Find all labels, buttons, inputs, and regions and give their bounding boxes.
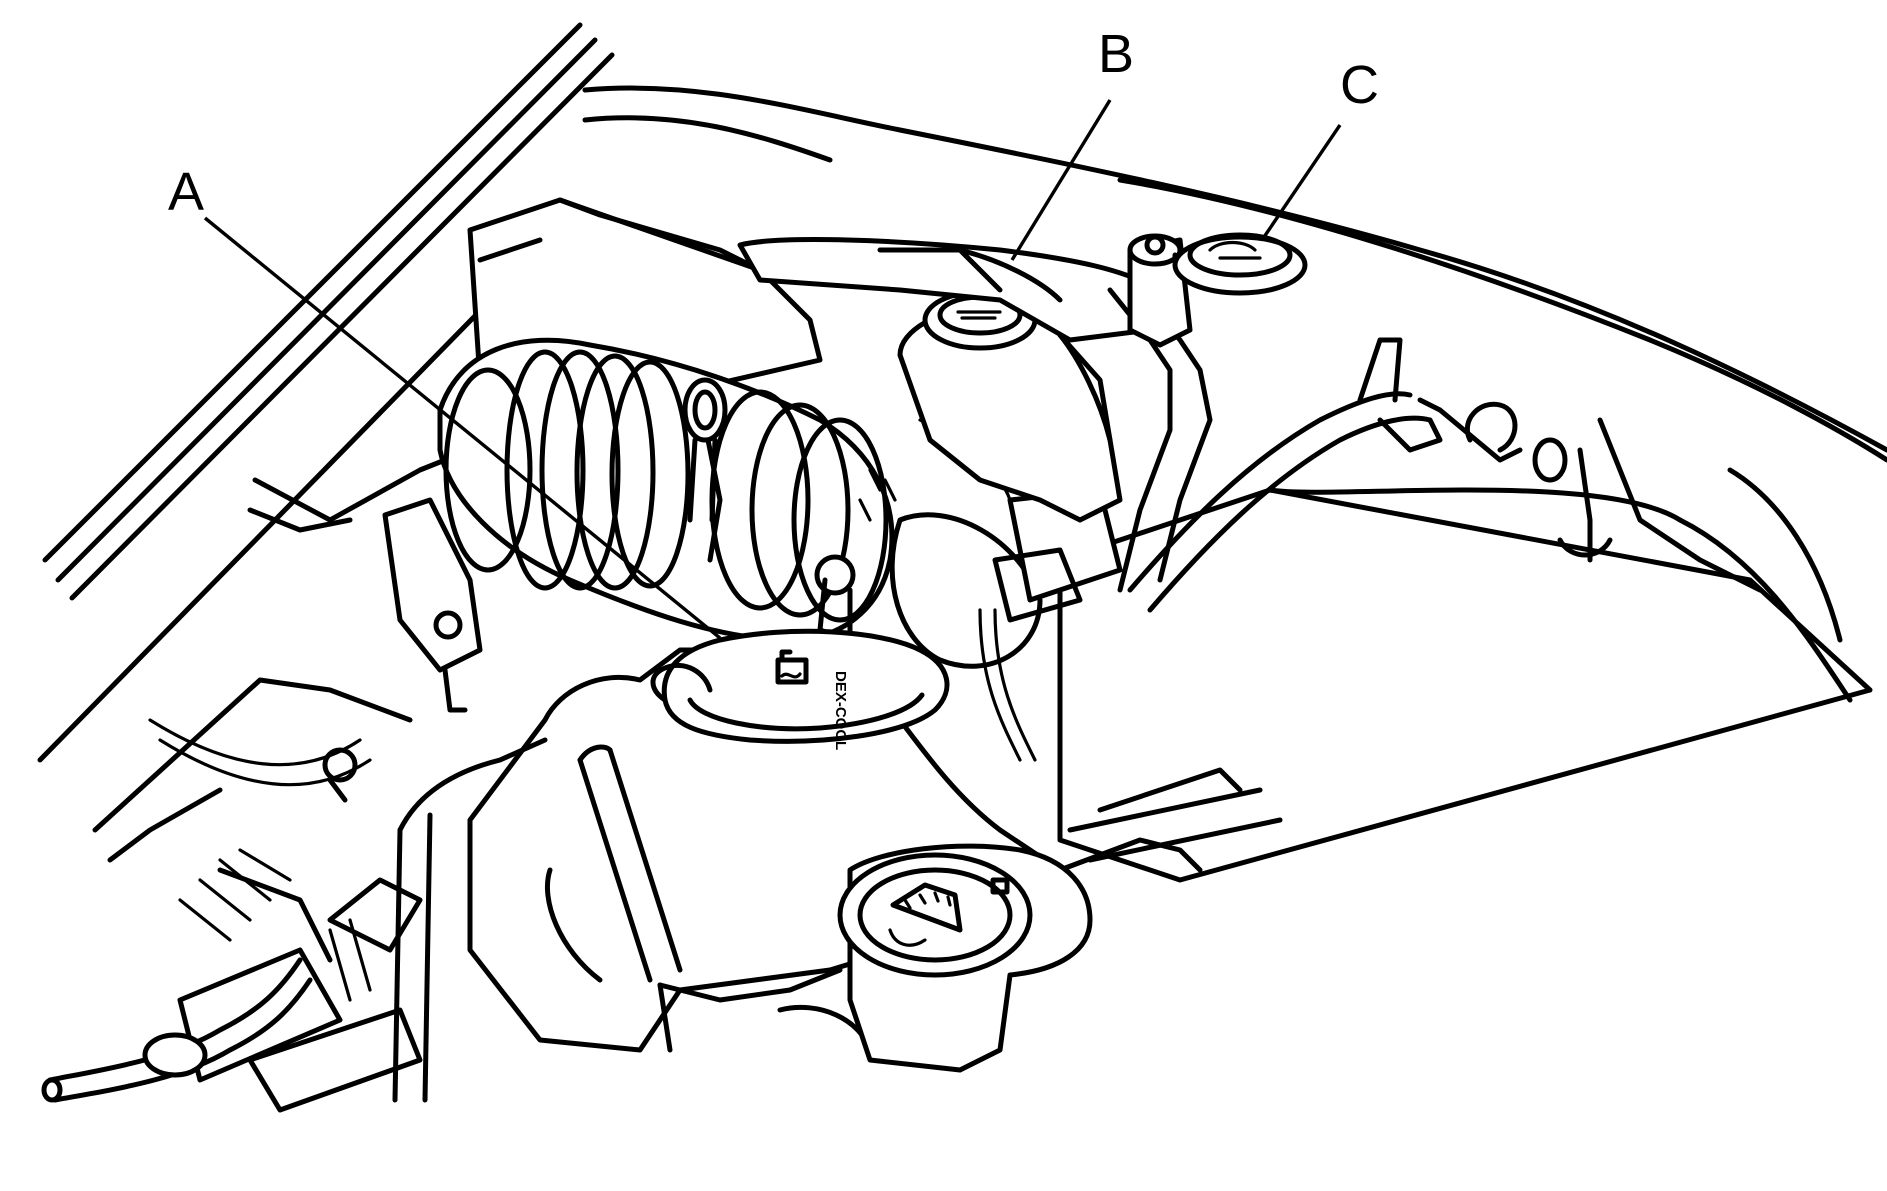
hood-outline [37,22,1887,763]
leader-lines [203,99,1342,640]
leader-line-a [203,216,722,640]
callout-label-b: B [1098,24,1134,84]
callout-label-a: A [168,162,204,222]
upper-hose [1127,337,1613,613]
leader-line-b [1010,99,1112,261]
air-intake-duct [437,337,1043,669]
oil-fill-reservoir [897,289,1123,523]
leader-line-c [1260,124,1342,241]
bracket [382,497,483,713]
washer-reservoir [837,843,1093,1073]
callout-label-c: C [1340,55,1379,115]
power-steering-reservoir [1127,232,1308,348]
cap-stamp-label: DEX-COOL [832,671,849,750]
coolant-cap: DEX-COOL [650,628,950,750]
coolant-reservoir [392,647,1283,1103]
lower-hoses [41,747,423,1113]
